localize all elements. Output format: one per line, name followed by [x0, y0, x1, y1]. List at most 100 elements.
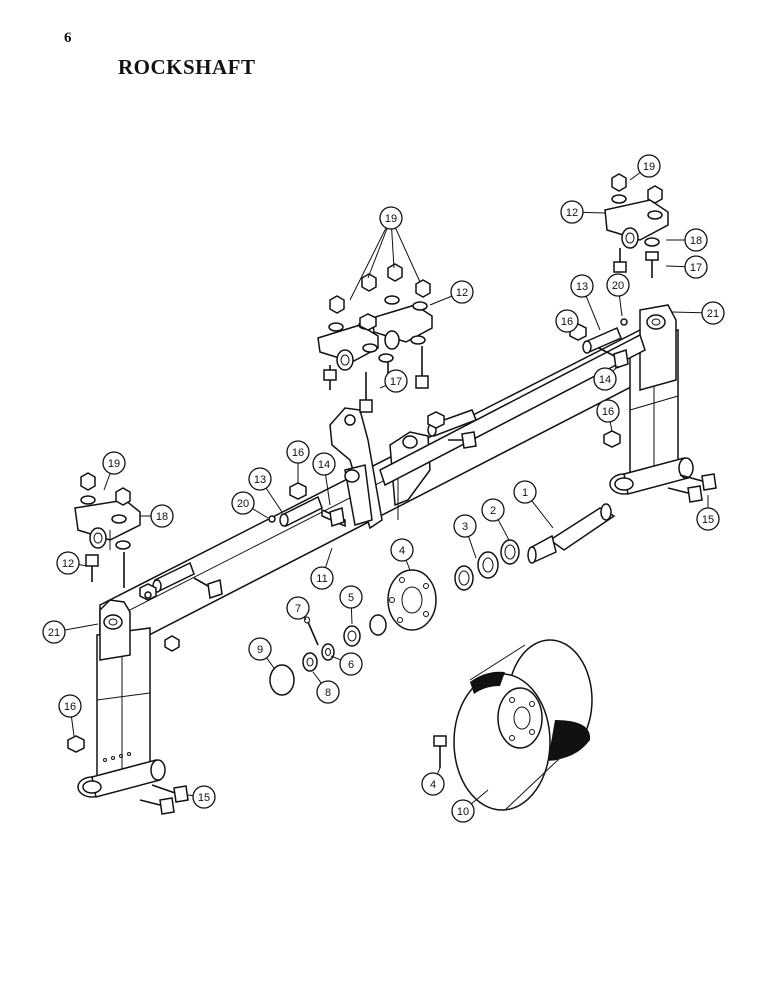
callout-c1: 1: [513, 480, 554, 529]
callout-circle: [593, 367, 617, 391]
callout-label: 4: [430, 779, 436, 791]
callout-c15a: 15: [187, 785, 216, 809]
callout-c12a: 12: [56, 551, 89, 575]
callout-c9: 9: [248, 637, 275, 669]
grease-fittings: [144, 318, 628, 599]
callout-label: 4: [399, 545, 405, 557]
callout-c4b: 4: [421, 767, 445, 796]
callout-leader: [350, 607, 353, 625]
callout-circle: [606, 273, 630, 297]
page-number: 6: [64, 30, 72, 46]
callout-label: 14: [318, 459, 330, 471]
callout-label: 16: [561, 316, 573, 328]
callout-c14a: 14: [312, 452, 336, 506]
callout-label: 19: [385, 213, 397, 225]
callout-circle: [390, 538, 414, 562]
callout-leader: [330, 655, 341, 661]
callout-c16b: 16: [555, 309, 579, 333]
washer: [321, 643, 335, 661]
seal: [500, 539, 520, 565]
callout-circle: [58, 694, 82, 718]
callout-circle: [421, 772, 445, 796]
callout-circle: [310, 566, 334, 590]
cross-shaft: [379, 333, 646, 487]
callout-c6: 6: [330, 652, 363, 676]
right-leg: [609, 304, 694, 495]
callout-label: 13: [576, 281, 588, 293]
dust-cap: [269, 664, 295, 696]
left-pivot-bracket: [74, 472, 141, 588]
callout-circle: [231, 491, 255, 515]
callout-c10: 10: [451, 789, 489, 823]
page-title: ROCKSHAFT: [118, 55, 256, 79]
castle-nut: [302, 652, 318, 672]
callout-circle: [379, 206, 403, 230]
callout-circle: [150, 504, 174, 528]
callout-label: 18: [690, 235, 702, 247]
callout-c19b: 19: [349, 206, 421, 301]
callouts: 1234456789101112121213131414151516161616…: [42, 154, 725, 823]
callout-leader: [349, 227, 387, 301]
callout-c3: 3: [453, 514, 477, 559]
callout-label: 2: [490, 505, 496, 517]
callout-leader: [266, 657, 275, 669]
callout-circle: [637, 154, 661, 178]
callout-circle: [513, 480, 537, 504]
callout-circle: [312, 452, 336, 476]
callout-leader: [436, 767, 441, 775]
callout-c7: 7: [286, 596, 310, 621]
callout-circle: [286, 596, 310, 620]
callout-label: 5: [348, 592, 354, 604]
callout-circle: [481, 498, 505, 522]
callout-circle: [339, 652, 363, 676]
callout-circle: [384, 369, 408, 393]
callout-c16c: 16: [596, 399, 620, 432]
callout-label: 21: [48, 627, 60, 639]
callout-leader: [468, 536, 477, 559]
callout-leader: [609, 421, 613, 432]
callout-c19c: 19: [629, 154, 661, 181]
leg-bolts-right: [667, 473, 717, 503]
callout-leader: [64, 623, 99, 631]
callout-leader: [103, 473, 111, 491]
callout-label: 21: [707, 308, 719, 320]
callout-c8: 8: [312, 671, 340, 704]
callout-label: 11: [316, 573, 327, 585]
callout-circle: [684, 255, 708, 279]
callout-label: 20: [612, 280, 624, 292]
callout-c21b: 21: [671, 301, 725, 325]
callout-label: 19: [108, 458, 120, 470]
callout-label: 17: [390, 376, 402, 388]
callout-c13a: 13: [248, 467, 283, 513]
callout-leader: [265, 487, 283, 513]
bolt-center: [448, 431, 477, 449]
callout-label: 12: [62, 558, 74, 570]
callout-circle: [596, 399, 620, 423]
callout-leader: [497, 519, 510, 541]
callout-label: 9: [257, 644, 263, 656]
callout-circle: [696, 507, 720, 531]
right-pivot-bracket: [604, 173, 669, 278]
wheel-bolt: [433, 735, 447, 768]
callout-leader: [325, 547, 333, 568]
callout-circle: [286, 440, 310, 464]
callout-leader: [618, 295, 623, 317]
callout-label: 20: [237, 498, 249, 510]
callout-leader: [78, 564, 89, 567]
center-pivot-brackets: [317, 263, 433, 413]
callout-label: 3: [462, 521, 468, 533]
callout-circle: [684, 228, 708, 252]
pin-right: [582, 327, 629, 369]
callout-leader: [612, 365, 619, 372]
callout-leader: [629, 172, 641, 181]
callout-circle: [555, 309, 579, 333]
callout-circle: [570, 274, 594, 298]
callout-c13b: 13: [570, 274, 601, 331]
callout-label: 15: [198, 792, 210, 804]
callout-c18b: 18: [666, 228, 708, 252]
nuts: [67, 323, 621, 753]
callout-circle: [451, 799, 475, 823]
callout-label: 16: [602, 406, 614, 418]
callout-leader: [367, 228, 388, 279]
